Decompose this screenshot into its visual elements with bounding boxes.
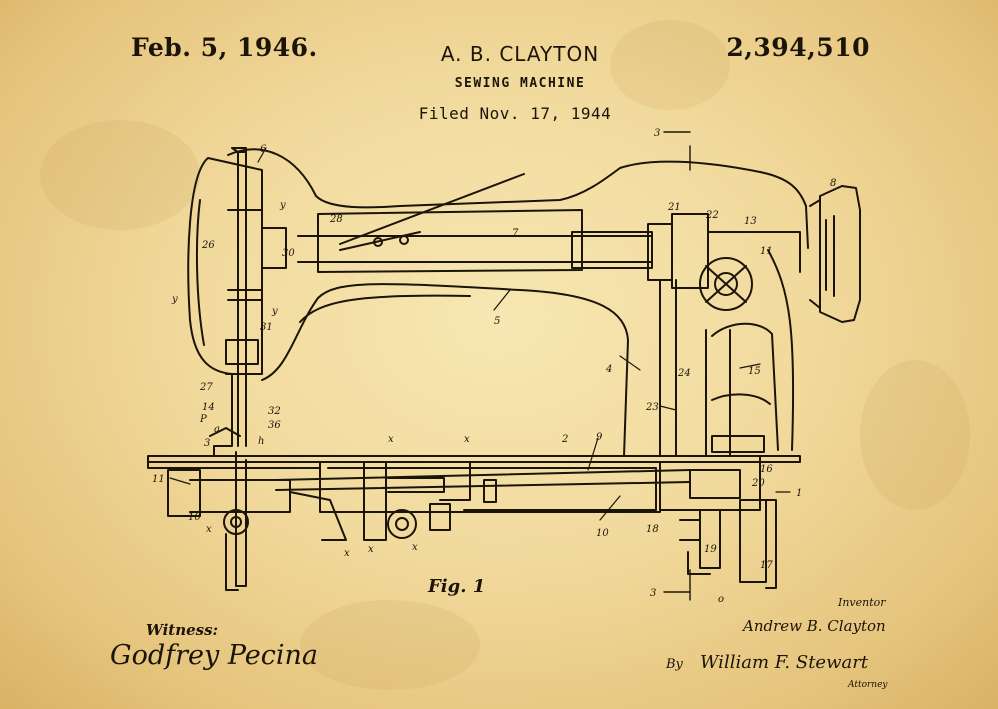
ref-label: y <box>171 294 178 305</box>
ref-label: y <box>279 200 286 211</box>
ref-label: 30 <box>282 248 295 259</box>
figure-label: Fig. 1 <box>428 576 486 597</box>
ref-label: 10 <box>188 512 201 523</box>
attorney-signature: William F. Stewart <box>700 652 869 673</box>
ref-label: 18 <box>646 524 659 535</box>
ref-label: 11 <box>760 246 773 257</box>
ref-label: 1 <box>796 488 802 499</box>
ref-label: 5 <box>494 316 500 327</box>
ref-label: 17 <box>760 560 773 571</box>
inventor-header: A. B. CLAYTON <box>440 42 600 66</box>
patent-date: Feb. 5, 1946. <box>131 33 318 62</box>
ref-label: 16 <box>760 464 773 475</box>
ref-label: x <box>464 434 470 445</box>
witness-signature: Godfrey Pecina <box>110 640 318 671</box>
ref-label: 4 <box>605 364 612 375</box>
paper-stain <box>610 20 730 110</box>
paper-stain <box>40 120 200 230</box>
paper-stain <box>300 600 480 690</box>
inventor-label: Inventor <box>838 596 886 609</box>
ref-label: 23 <box>645 402 659 413</box>
patent-number: 2,394,510 <box>726 33 870 62</box>
by-label: By <box>666 657 683 672</box>
ref-label: 19 <box>704 544 717 555</box>
ref-label: a <box>214 424 220 435</box>
ref-label: 13 <box>744 216 757 227</box>
inventor-signature: Andrew B. Clayton <box>743 617 886 635</box>
ref-label: 20 <box>751 478 765 489</box>
ref-label: h <box>258 436 264 447</box>
filed-date: Filed Nov. 17, 1944 <box>418 104 612 123</box>
ref-label: x <box>206 524 212 535</box>
ref-label: 11 <box>152 474 165 485</box>
ref-label: 6 <box>260 144 267 155</box>
ref-label: 22 <box>705 210 719 221</box>
ref-label: x <box>412 542 418 553</box>
ref-label: 26 <box>201 240 215 251</box>
ref-label: 15 <box>748 366 761 377</box>
ref-label: 27 <box>199 382 213 393</box>
ref-label: 28 <box>329 214 343 225</box>
attorney-label: Attorney <box>848 680 888 690</box>
section-marker: 3 <box>654 128 660 139</box>
ref-label: 8 <box>830 178 836 189</box>
ref-label: 10 <box>596 528 609 539</box>
ref-label: 36 <box>268 420 281 431</box>
ref-label: o <box>718 594 724 605</box>
patent-title: SEWING MACHINE <box>454 76 586 91</box>
ref-label: y <box>271 306 278 317</box>
ref-label: 9 <box>596 432 603 443</box>
ref-label: 7 <box>512 228 519 239</box>
paper-stain <box>860 360 970 510</box>
ref-label: 2 <box>561 434 568 445</box>
ref-label: 14 <box>202 402 215 413</box>
ref-label: 24 <box>677 368 691 379</box>
witness-label: Witness: <box>146 621 219 639</box>
ref-label: 21 <box>667 202 681 213</box>
ref-label: P <box>199 414 207 425</box>
section-marker: 3 <box>650 588 656 599</box>
ref-label: x <box>344 548 350 559</box>
ref-label: 31 <box>260 322 273 333</box>
ref-label: x <box>388 434 394 445</box>
ref-label: 32 <box>268 406 281 417</box>
ref-label: x <box>368 544 374 555</box>
ref-label: 3 <box>204 438 210 449</box>
